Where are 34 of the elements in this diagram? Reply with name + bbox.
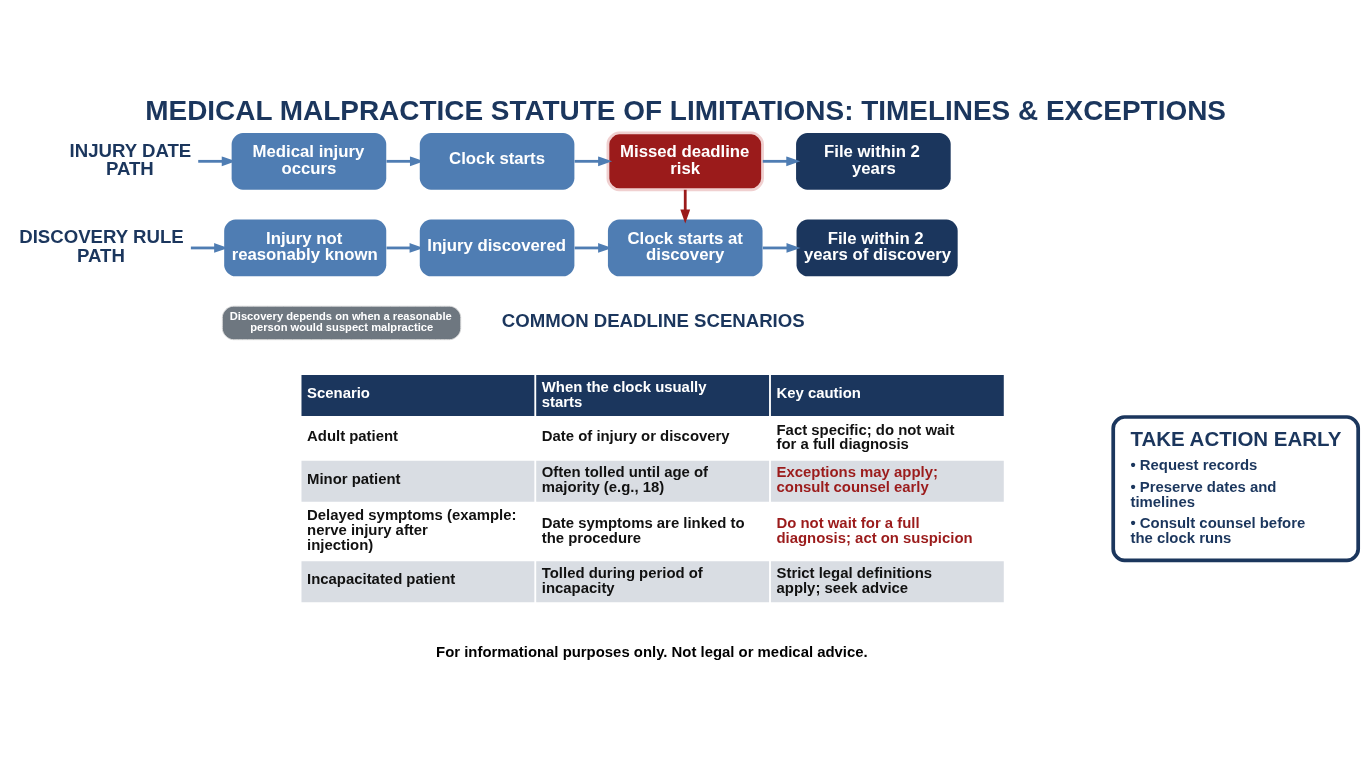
node-text: INJURY DATE PATH <box>69 139 192 179</box>
node-box: File within 2 years <box>796 132 951 190</box>
label: Key caution <box>776 384 861 401</box>
node-box: Medical injury occurs <box>231 132 387 190</box>
label: Adult patient <box>307 427 399 444</box>
diagram-title: MEDICAL MALPRACTICE STATUTE OF LIMITATIONS: TIMELINES & EXCEPTIONS <box>145 94 1226 126</box>
label: Strict legal definitions apply; seek advice <box>776 564 933 596</box>
node-box: Injury discovered <box>419 219 575 276</box>
label: COMMON DEADLINE SCENARIOS <box>501 309 805 331</box>
node-box: Discovery depends on when a reasonable person would suspect malpractice <box>221 305 462 340</box>
label: Date of injury or discovery <box>541 427 730 444</box>
caption: For informational purposes only. Not legal or medical advice. <box>436 643 868 660</box>
node-box: Missed deadline risk <box>606 131 764 191</box>
arrow <box>680 189 691 224</box>
label: Minor patient <box>307 470 401 487</box>
label: When the clock usually starts <box>541 378 707 410</box>
label: Fact specific; do not wait for a full diagnosis <box>776 421 955 452</box>
arrow <box>762 242 801 253</box>
label: Scenario <box>307 384 370 401</box>
node-box: TAKE ACTION EARLY • Request records • Preserve dates and timelines • Consult counsel before the clock runs <box>1111 414 1361 562</box>
label: Often tolled until age of majority (e.g., 18) <box>541 463 709 495</box>
node-box: Clock starts <box>419 132 575 190</box>
label: Tolled during period of incapacity <box>541 564 703 596</box>
node-box: Clock starts at discovery <box>607 219 763 276</box>
label: Do not wait for a full diagnosis; act on suspicion <box>776 514 973 546</box>
node-box: File within 2 years of discovery <box>796 219 958 276</box>
label: Date symptoms are linked to the procedure <box>541 514 745 546</box>
label: Delayed symptoms (example: nerve injury after injection) <box>307 506 517 553</box>
label: Exceptions may apply; consult counsel early <box>776 463 938 495</box>
label: Incapacitated patient <box>307 570 456 587</box>
arrow <box>574 155 613 166</box>
node-box: Injury not reasonably known <box>224 219 387 276</box>
arrow <box>762 155 801 166</box>
node-text: DISCOVERY RULE PATH <box>19 225 184 266</box>
